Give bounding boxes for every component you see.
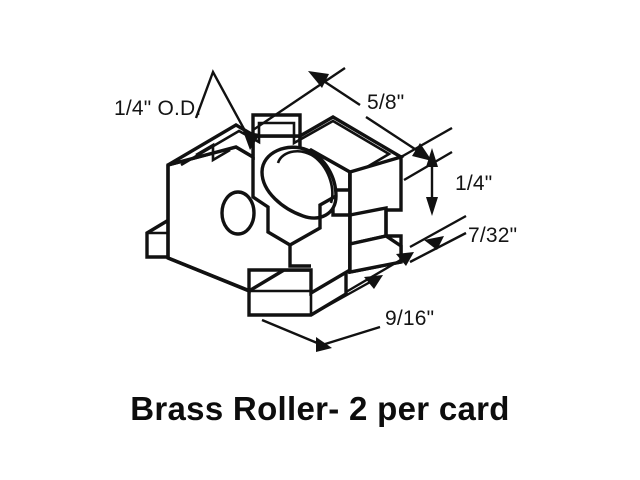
top-left-notch — [195, 142, 231, 163]
roller-bracket-part — [145, 113, 405, 317]
dimension-extension-five-eighths-right — [400, 126, 453, 159]
dimension-line-seven-thirtyseconds — [409, 214, 467, 264]
dimension-label-seven-thirtyseconds: 7/32" — [468, 224, 518, 247]
right-rear-flange — [348, 234, 403, 275]
dimension-line-nine-sixteenths — [261, 252, 414, 352]
dimension-leader-od — [194, 69, 260, 150]
dimension-label-od: 1/4" O.D. — [114, 97, 202, 120]
dimension-label-five-eighths: 5/8" — [367, 91, 405, 114]
dimension-line-five-eighths — [252, 67, 361, 131]
front-plate-notch — [288, 245, 311, 268]
mounting-hole — [220, 190, 256, 236]
dimension-line-quarter — [403, 148, 453, 216]
product-caption: Brass Roller- 2 per card — [130, 390, 510, 427]
roller-slot-edge — [251, 157, 337, 247]
dimension-label-nine-sixteenths: 9/16" — [385, 307, 435, 330]
dimension-leader-five-eighths-lower — [365, 115, 432, 161]
dimension-label-quarter: 1/4" — [455, 172, 493, 195]
